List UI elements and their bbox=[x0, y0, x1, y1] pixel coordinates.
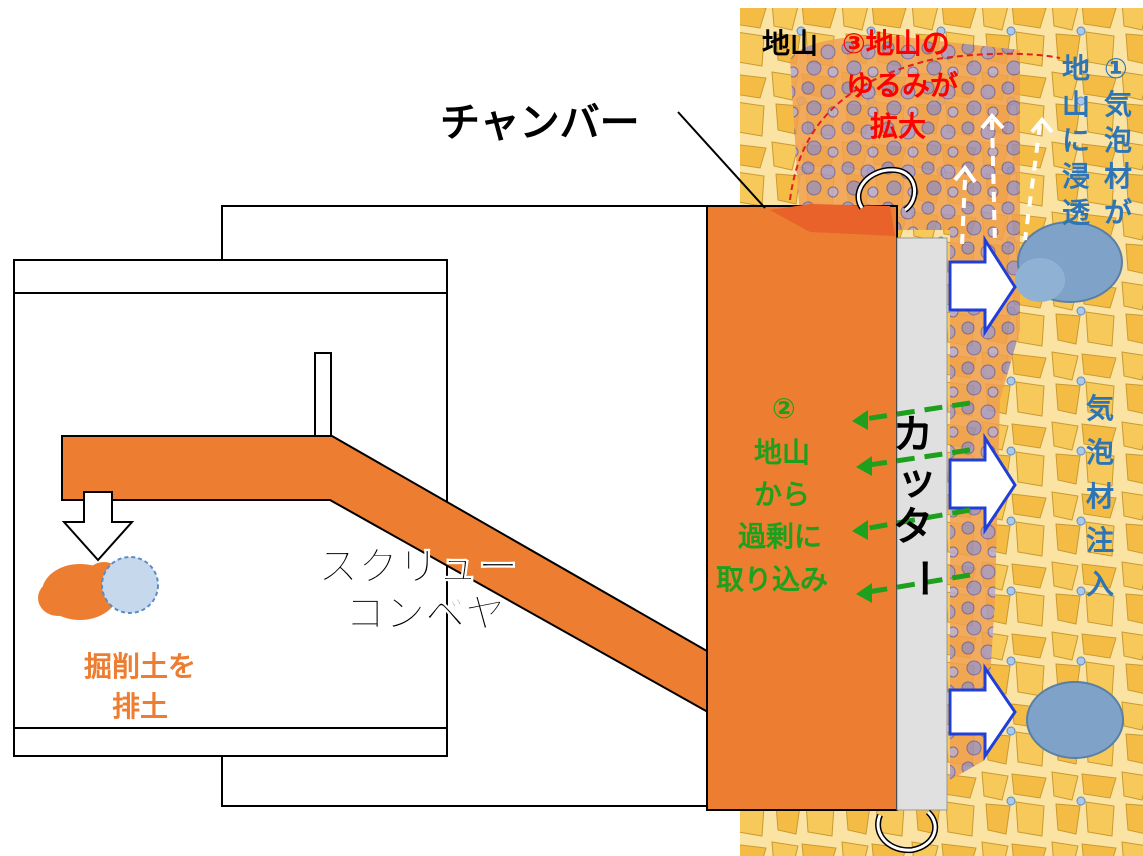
leftward-green-arrow-icon bbox=[857, 400, 971, 596]
foam-injection-0: 気 bbox=[1086, 392, 1114, 425]
excess-intake-4: 取り込み bbox=[716, 563, 828, 596]
discharge-line-1: 掘削土を bbox=[84, 650, 196, 683]
arrow-right-icon bbox=[948, 234, 1017, 337]
arrow-right-icon bbox=[948, 663, 1017, 761]
foam-cloud-icon bbox=[1015, 221, 1123, 303]
screw-conveyor-line-2: コンベヤ bbox=[345, 591, 505, 637]
ground-label: 地山 bbox=[762, 27, 818, 60]
loosening-line-1: ③地山の bbox=[842, 27, 950, 60]
excess-intake-1: 地山 bbox=[754, 436, 810, 469]
chamber bbox=[706, 205, 898, 811]
cutter-label-2: タ bbox=[893, 504, 933, 550]
excess-intake-3: 過剰に bbox=[738, 520, 822, 553]
loosening-boundary bbox=[789, 52, 1061, 201]
foam-penetrate-col2-2: に bbox=[1062, 124, 1090, 157]
foam-penetrate-col2-3: 浸 bbox=[1062, 160, 1090, 193]
conveyor-post bbox=[314, 352, 332, 437]
excavated-soil-icon bbox=[38, 556, 159, 620]
screw-conveyor-line-1: スクリュー bbox=[318, 544, 518, 590]
cutter-label-0: カ bbox=[893, 412, 933, 458]
cutter-label-3: ー bbox=[900, 558, 946, 598]
foam-penetrate-col1-4: が bbox=[1104, 196, 1132, 229]
arrow-right-icon bbox=[948, 432, 1017, 535]
loosening-line-3: 拡大 bbox=[870, 110, 926, 143]
cutter-label-1: ッ bbox=[897, 458, 937, 504]
chamber-top-bulge bbox=[770, 204, 895, 236]
chamber-label: チャンバー bbox=[440, 100, 640, 146]
excess-intake-0: ② bbox=[772, 392, 796, 425]
foam-injection-3: 注 bbox=[1086, 524, 1114, 557]
foam-penetrate-col1-0: ① bbox=[1104, 52, 1128, 85]
foam-penetrate-col1-2: 泡 bbox=[1104, 124, 1132, 157]
foam-penetrate-col2-4: 透 bbox=[1062, 196, 1091, 229]
foam-penetrate-col2-1: 山 bbox=[1062, 88, 1090, 121]
foam-penetrate-col1-1: 気 bbox=[1104, 88, 1132, 121]
arrow-down-icon bbox=[61, 491, 135, 562]
loosening-line-2: ゆるみが bbox=[846, 69, 958, 102]
foam-penetrate-col1-3: 材 bbox=[1104, 160, 1132, 193]
foam-cloud-icon bbox=[1026, 681, 1124, 759]
foam-injection-2: 材 bbox=[1086, 480, 1114, 513]
foam-penetrate-col2-0: 地 bbox=[1062, 52, 1090, 85]
foam-injection-1: 泡 bbox=[1086, 436, 1114, 469]
excess-intake-2: から bbox=[754, 478, 810, 511]
discharge-line-2: 排土 bbox=[112, 690, 168, 723]
foam-injection-4: 入 bbox=[1086, 568, 1114, 601]
upward-dashed-arrow-icon bbox=[960, 119, 1042, 246]
